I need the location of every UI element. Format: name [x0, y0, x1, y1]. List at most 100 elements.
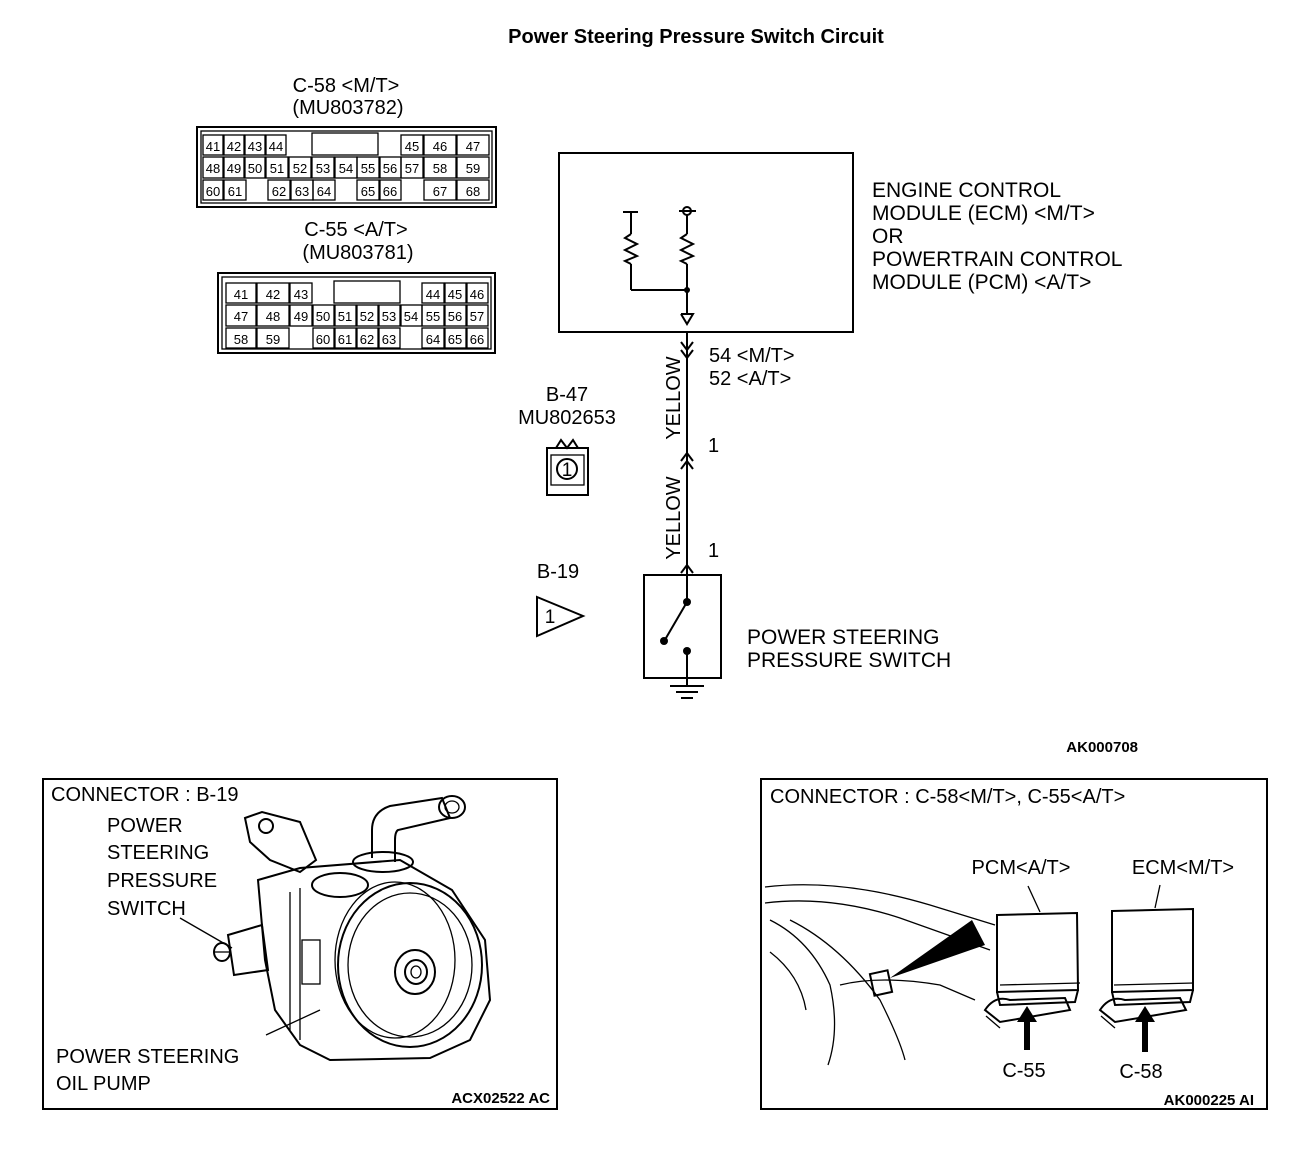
wire-color-upper: YELLOW — [663, 356, 685, 439]
c55-pin: 43 — [294, 287, 308, 302]
c55-pin: 62 — [360, 332, 374, 347]
c55-pin: 41 — [234, 287, 248, 302]
c55-location-label: C-55 — [1002, 1060, 1045, 1082]
pump-leader — [265, 1009, 321, 1036]
ecm-box — [558, 152, 854, 333]
location-pointer — [890, 920, 985, 978]
c55-pin: 56 — [448, 309, 462, 324]
c58-pin: 54 — [339, 161, 353, 176]
ecm-label: ECM<M/T> — [1132, 857, 1234, 879]
connector-b47: B-47 MU802653 1 — [518, 384, 616, 496]
c58-pin: 63 — [295, 184, 309, 199]
pump-label-line2: OIL PUMP — [56, 1073, 151, 1095]
c55-pin: 61 — [338, 332, 352, 347]
c58-pin: 48 — [206, 161, 220, 176]
callout-line3: PRESSURE — [107, 870, 217, 892]
c58-pin: 41 — [206, 139, 220, 154]
c55-pin: 65 — [448, 332, 462, 347]
b47-label: B-47 — [546, 384, 588, 406]
panel-left-header: CONNECTOR : B-19 — [51, 784, 238, 806]
c58-pin: 46 — [433, 139, 447, 154]
c55-pin: 60 — [316, 332, 330, 347]
ecm-label-line2: MODULE (ECM) <M/T> — [872, 202, 1095, 225]
c58-pin: 53 — [316, 161, 330, 176]
c58-pin: 66 — [383, 184, 397, 199]
wire-color-lower: YELLOW — [663, 476, 685, 559]
connector-c55: C-55 <A/T> (MU803781) 41 42 43 44 45 46 … — [217, 219, 496, 354]
figure-code-top: AK000708 — [1066, 739, 1138, 756]
c55-pin: 45 — [448, 287, 462, 302]
c58-location-label: C-58 — [1119, 1061, 1162, 1083]
pcm-module-illustration — [983, 885, 1081, 1029]
c58-pin: 59 — [466, 161, 480, 176]
resistor-symbol — [622, 233, 640, 265]
c55-pin: 42 — [266, 287, 280, 302]
pcm-label: PCM<A/T> — [972, 857, 1071, 879]
c58-inner — [200, 130, 493, 204]
c58-pin: 49 — [227, 161, 241, 176]
c55-inner — [221, 276, 492, 350]
c58-key — [311, 132, 379, 156]
pressure-switch-part — [226, 923, 270, 977]
ecm-pin-mt: 54 <M/T> — [709, 345, 795, 367]
panel-left-frame — [42, 778, 558, 1110]
c58-pin: 60 — [206, 184, 220, 199]
c55-pin: 50 — [316, 309, 330, 324]
panel-right-frame — [760, 778, 1268, 1110]
ecm-module-illustration — [1098, 884, 1195, 1029]
c58-pin: 55 — [361, 161, 375, 176]
c58-pin: 52 — [293, 161, 307, 176]
switch-label-line1: POWER STEERING — [747, 626, 940, 649]
c58-outline — [196, 126, 497, 208]
panel-b19-location: CONNECTOR : B-19 POWER STEERING PRESSURE… — [42, 778, 558, 1110]
terminal-arrow — [680, 313, 695, 326]
c55-arrow-icon — [1017, 1006, 1037, 1050]
c55-pin: 47 — [234, 309, 248, 324]
c58-pin: 47 — [466, 139, 480, 154]
c55-pin: 49 — [294, 309, 308, 324]
switch-box — [643, 574, 722, 679]
c55-pin: 59 — [266, 332, 280, 347]
c58-label: C-58 <M/T> — [293, 75, 400, 97]
connector-b19: B-19 1 — [536, 561, 586, 638]
c58-pin: 57 — [405, 161, 419, 176]
b47-part-number: MU802653 — [518, 407, 616, 429]
c58-pin: 42 — [227, 139, 241, 154]
c58-pin: 58 — [433, 161, 447, 176]
c58-pin: 61 — [228, 184, 242, 199]
c55-key — [333, 280, 401, 304]
c55-pin: 46 — [470, 287, 484, 302]
c58-pin: 45 — [405, 139, 419, 154]
panel-right-code: AK000225 AI — [1164, 1092, 1254, 1109]
switch-label-line2: PRESSURE SWITCH — [747, 649, 951, 672]
c55-outline — [217, 272, 496, 354]
ecm-label-line1: ENGINE CONTROL — [872, 179, 1061, 202]
c58-pin: 56 — [383, 161, 397, 176]
ecm-label-line3: OR — [872, 225, 904, 248]
diagram-title: Power Steering Pressure Switch Circuit — [508, 26, 884, 48]
panel-right-header: CONNECTOR : C-58<M/T>, C-55<A/T> — [770, 786, 1125, 808]
c55-pin: 63 — [382, 332, 396, 347]
b19-symbol — [536, 595, 586, 638]
ecm-label-line4: POWERTRAIN CONTROL — [872, 248, 1122, 271]
panel-ecm-location: CONNECTOR : C-58<M/T>, C-55<A/T> PCM<A/T… — [760, 778, 1268, 1110]
c55-pin: 51 — [338, 309, 352, 324]
switch-contact — [665, 601, 688, 639]
c58-pin: 44 — [269, 139, 283, 154]
pump-outlet-pipe — [371, 796, 452, 862]
c55-pin: 52 — [360, 309, 374, 324]
signal-wire: 54 <M/T> 52 <A/T> YELLOW 1 YELLOW 1 — [663, 332, 795, 575]
c58-pin: 50 — [248, 161, 262, 176]
c55-pin: 48 — [266, 309, 280, 324]
c55-part-number: (MU803781) — [302, 242, 413, 264]
callout-line2: STEERING — [107, 842, 209, 864]
c58-part-number: (MU803782) — [292, 97, 403, 119]
oil-pump-illustration — [213, 795, 492, 1062]
pump-pulley — [337, 882, 483, 1048]
connector-c58: C-58 <M/T> (MU803782) 41 42 43 44 45 46 … — [196, 75, 497, 208]
callout-line4: SWITCH — [107, 898, 186, 920]
c58-pin: 65 — [361, 184, 375, 199]
b47-pin: 1 — [562, 460, 573, 481]
c58-pin: 67 — [433, 184, 447, 199]
